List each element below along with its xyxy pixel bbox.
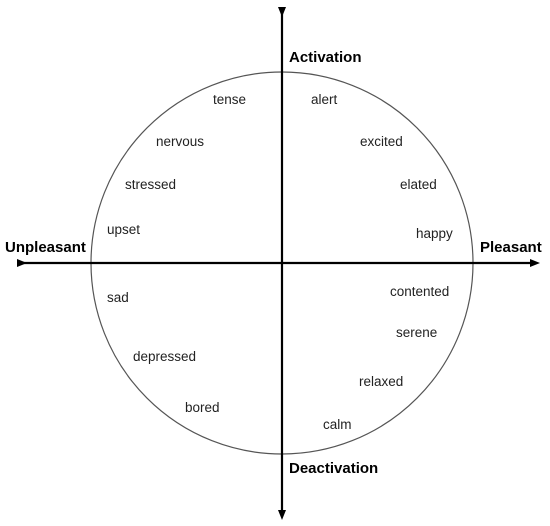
- emotion-nervous: nervous: [156, 134, 205, 149]
- axis-label-pleasant: Pleasant: [480, 239, 542, 256]
- axis-label-activation: Activation: [289, 49, 362, 66]
- axis-label-deactivation: Deactivation: [289, 460, 379, 477]
- emotion-calm: calm: [323, 417, 352, 432]
- emotion-stressed: stressed: [125, 177, 177, 192]
- emotion-excited: excited: [360, 134, 403, 149]
- emotion-upset: upset: [107, 222, 141, 237]
- emotion-tense: tense: [213, 92, 247, 107]
- emotion-happy: happy: [416, 226, 453, 241]
- emotion-sad: sad: [107, 290, 129, 305]
- emotion-bored: bored: [185, 400, 220, 415]
- emotion-relaxed: relaxed: [359, 374, 404, 389]
- emotion-depressed: depressed: [133, 349, 197, 364]
- emotion-contented: contented: [390, 284, 450, 299]
- axis-label-unpleasant: Unpleasant: [5, 239, 86, 256]
- emotion-serene: serene: [396, 325, 438, 340]
- emotion-elated: elated: [400, 177, 437, 192]
- emotion-alert: alert: [311, 92, 338, 107]
